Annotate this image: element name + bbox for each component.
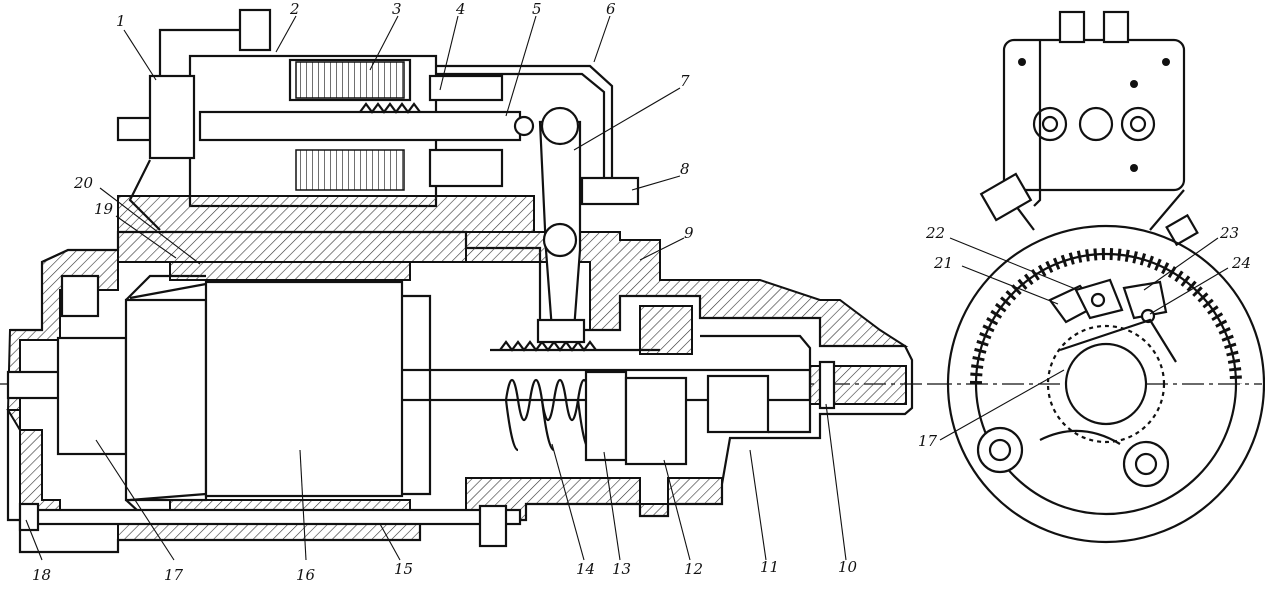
spring-cup — [639, 305, 693, 355]
solenoid-coil-upper — [295, 61, 405, 99]
solenoid-front-cover — [428, 148, 504, 188]
brush-plate — [1059, 318, 1177, 363]
commutator — [56, 336, 128, 456]
label-17: 17 — [164, 566, 184, 584]
rear-cover-lower — [6, 409, 61, 521]
end-view-fixing-bolt-left — [976, 426, 1024, 474]
through-bolt — [28, 508, 522, 526]
label-15: 15 — [394, 560, 414, 578]
label-6: 6 — [606, 0, 616, 18]
label-24: 24 — [1232, 254, 1252, 272]
leader-lines-left — [25, 15, 847, 561]
end-view-bolt-left — [979, 172, 1033, 222]
label-13: 13 — [612, 560, 632, 578]
end-view-stud-left — [1058, 10, 1086, 44]
terminal-stud — [238, 8, 272, 52]
plunger-link-pin — [513, 115, 535, 137]
contact-block — [148, 74, 196, 160]
label-19: 19 — [94, 200, 114, 218]
label-1: 1 — [116, 12, 126, 30]
label-11: 11 — [760, 558, 780, 576]
armature-taper — [129, 282, 207, 502]
pinion-return-spring — [490, 340, 660, 352]
solenoid-coil-lower — [295, 149, 405, 191]
end-view-fixing-bolt-right — [1122, 440, 1170, 488]
end-view-wire — [1033, 40, 1042, 207]
end-view-bearing-ring — [1046, 324, 1166, 444]
label-7: 7 — [680, 72, 690, 90]
label-12: 12 — [684, 560, 704, 578]
commutator-segments — [970, 248, 1242, 385]
label-5: 5 — [532, 0, 542, 18]
end-view-slot — [1039, 429, 1121, 445]
label-8: 8 — [680, 160, 690, 178]
clutch-sleeve — [584, 370, 628, 462]
end-view-terminal-center — [1078, 106, 1114, 142]
leader-lines-right — [939, 237, 1229, 441]
label-14: 14 — [576, 560, 596, 578]
lever-axle — [542, 222, 578, 258]
end-cover-outer — [946, 224, 1265, 544]
label-16: 16 — [296, 566, 316, 584]
label-22: 22 — [926, 224, 946, 242]
armature-winding-end — [402, 294, 432, 496]
lever-pivot-bolt — [580, 176, 640, 206]
pinion-front — [706, 374, 770, 434]
solenoid-plunger — [198, 110, 522, 142]
end-view-shaft-hub — [1064, 342, 1148, 426]
end-view — [930, 10, 1265, 544]
armature-core — [204, 280, 404, 498]
label-9: 9 — [684, 224, 694, 242]
lever-fork — [536, 318, 586, 344]
label-2: 2 — [290, 0, 300, 18]
commutator-collector — [124, 298, 208, 502]
solenoid-mount-plate — [117, 195, 535, 233]
label-23: 23 — [1220, 224, 1240, 242]
through-bolt-head — [18, 502, 40, 532]
plunger-spring — [359, 102, 421, 114]
brush-holder — [60, 274, 100, 318]
label-20: 20 — [74, 174, 94, 192]
solenoid-wire-inner — [436, 72, 606, 180]
label-17-end-view: 17 — [918, 432, 938, 450]
end-view-stud-right — [1102, 10, 1130, 44]
end-view-bolt-right — [1165, 213, 1199, 247]
lock-nut — [818, 360, 836, 410]
pinion-guard — [700, 334, 812, 434]
label-18: 18 — [32, 566, 52, 584]
end-view-solenoid-supports — [1003, 189, 1185, 231]
label-21: 21 — [934, 254, 954, 272]
yoke-upper-wall — [117, 231, 467, 263]
label-10: 10 — [838, 558, 858, 576]
longitudinal-section — [0, 8, 930, 554]
pinion-gear — [624, 376, 688, 466]
solenoid-wire — [436, 64, 614, 180]
label-3: 3 — [392, 0, 402, 18]
through-bolt-nut — [478, 504, 508, 548]
terminal-wire — [158, 28, 240, 76]
lever-top-pivot — [540, 106, 580, 146]
label-4: 4 — [456, 0, 466, 18]
terminal-bracket — [128, 159, 161, 231]
brush-23 — [1122, 280, 1168, 320]
field-pole-upper — [169, 261, 411, 281]
